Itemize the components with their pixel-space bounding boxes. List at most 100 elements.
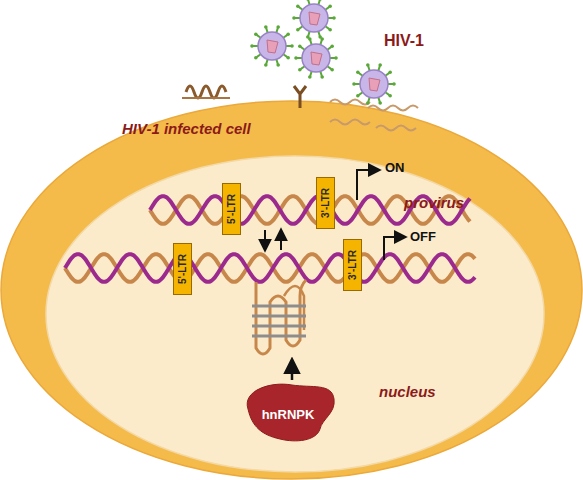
membrane-receptor-coil: [182, 86, 230, 98]
envelope-spike: [320, 71, 322, 76]
envelope-spike: [257, 54, 261, 57]
ltr-box: 5'-LTR: [173, 243, 192, 295]
virion-core: [309, 12, 320, 25]
ltr-label: 5'-LTR: [226, 194, 237, 224]
virion-envelope: [302, 44, 330, 72]
envelope-spike: [385, 92, 389, 95]
protein-label: hnRNPK: [262, 407, 315, 422]
virus-label: HIV-1: [384, 32, 424, 50]
envelope-spike: [327, 47, 331, 50]
envelope-spike: [299, 7, 303, 10]
spike-head: [366, 101, 370, 105]
state-label: ON: [385, 160, 405, 175]
protein-blob: hnRNPK: [240, 379, 336, 443]
envelope-spike: [308, 31, 310, 36]
envelope-spike: [378, 97, 380, 102]
spike-head: [328, 28, 332, 32]
ltr-box: 3'-LTR: [343, 239, 362, 291]
spike-head: [296, 4, 300, 8]
envelope-spike: [388, 83, 393, 85]
envelope-spike: [318, 31, 320, 36]
virion-core: [369, 78, 380, 91]
virion: [352, 63, 396, 105]
coil-base: [182, 97, 230, 99]
spike-head: [356, 70, 360, 74]
nucleus-ellipse: 5'-LTR 3'-LTR 5'-LTR 3'-LTR hnRNPK nucleus: [45, 155, 545, 473]
provirus-label: provirus: [404, 194, 464, 211]
spike-head: [352, 82, 356, 86]
envelope-spike: [327, 66, 331, 69]
spike-head: [308, 75, 312, 79]
envelope-spike: [330, 57, 335, 59]
cell-shape: [1, 101, 582, 479]
envelope-spike: [355, 83, 360, 85]
cell-ellipse: 5'-LTR 3'-LTR 5'-LTR 3'-LTR hnRNPK nucleus HIV…: [0, 100, 583, 480]
spike-head: [330, 44, 334, 48]
envelope-spike: [328, 17, 333, 19]
spike-head: [388, 94, 392, 98]
virion: [292, 0, 336, 39]
envelope-spike: [257, 35, 261, 38]
spike-head: [264, 25, 268, 29]
spike-head: [332, 16, 336, 20]
spike-head: [254, 56, 258, 60]
envelope-spike: [283, 35, 287, 38]
spike-head: [306, 35, 310, 39]
spike-head: [320, 37, 324, 41]
spike-head: [318, 0, 322, 1]
spike-head: [330, 68, 334, 72]
spike-head: [286, 32, 290, 36]
spike-head: [292, 16, 296, 20]
spike-head: [290, 44, 294, 48]
spike-head: [286, 56, 290, 60]
spike-head: [306, 0, 310, 1]
virion-envelope: [258, 32, 286, 60]
envelope-spike: [295, 17, 300, 19]
nucleus-label: nucleus: [379, 383, 436, 400]
virion: [294, 37, 338, 79]
spike-head: [320, 75, 324, 79]
envelope-spike: [266, 59, 268, 64]
envelope-spike: [368, 66, 370, 71]
spike-head: [378, 101, 382, 105]
envelope-spike: [378, 66, 380, 71]
envelope-spike: [308, 0, 310, 5]
ltr-label: 3'-LTR: [347, 250, 358, 280]
envelope-spike: [301, 66, 305, 69]
spike-head: [276, 25, 280, 29]
envelope-spike: [359, 73, 363, 76]
spike-head: [264, 63, 268, 67]
envelope-spike: [385, 73, 389, 76]
spike-head: [298, 68, 302, 72]
ltr-box: 5'-LTR: [222, 183, 241, 235]
envelope-spike: [359, 92, 363, 95]
nucleus-shape: [46, 156, 544, 472]
envelope-spike: [253, 45, 258, 47]
spike-head: [254, 32, 258, 36]
spike-head: [276, 63, 280, 67]
envelope-spike: [299, 26, 303, 29]
spike-head: [294, 56, 298, 60]
virion-envelope: [360, 70, 388, 98]
envelope-spike: [301, 47, 305, 50]
envelope-spike: [266, 28, 268, 33]
state-label: OFF: [410, 229, 436, 244]
virion-core: [267, 40, 278, 53]
virion-group: [250, 0, 396, 105]
ltr-label: 5'-LTR: [177, 254, 188, 284]
envelope-spike: [276, 28, 278, 33]
spike-head: [356, 94, 360, 98]
cell-label: HIV-1 infected cell: [122, 120, 251, 137]
envelope-spike: [276, 59, 278, 64]
envelope-spike: [310, 40, 312, 45]
envelope-spike: [286, 45, 291, 47]
spike-head: [318, 35, 322, 39]
spike-head: [388, 70, 392, 74]
envelope-spike: [368, 97, 370, 102]
envelope-spike: [318, 0, 320, 5]
ltr-label: 3'-LTR: [320, 188, 331, 218]
spike-head: [296, 28, 300, 32]
spike-head: [298, 44, 302, 48]
envelope-spike: [320, 40, 322, 45]
